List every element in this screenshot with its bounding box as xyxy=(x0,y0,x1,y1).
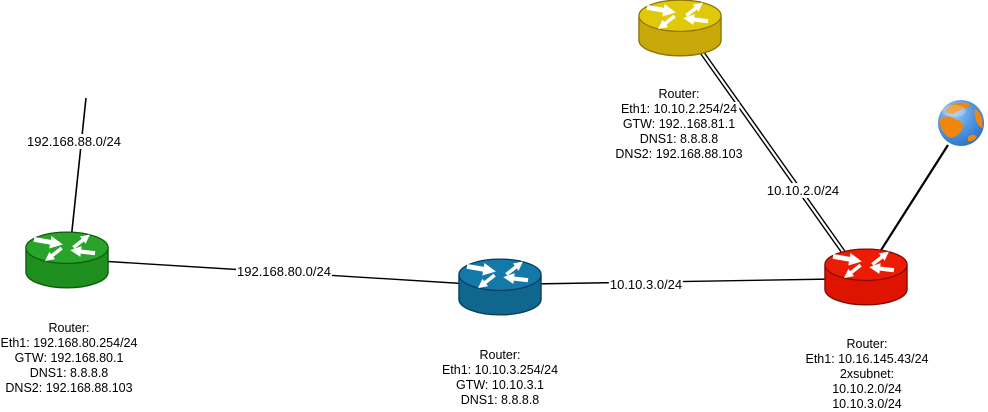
router-yellow-info: Router: Eth1: 10.10.2.254/24 GTW: 192..1… xyxy=(613,87,745,162)
link-lan88-line xyxy=(70,97,87,241)
info-line: DNS1: 8.8.8.8 xyxy=(637,132,721,146)
link-label-lan88: 192.168.88.0/24 xyxy=(26,134,122,149)
info-line: 2xsubnet: xyxy=(837,367,897,381)
info-line: Eth1: 192.168.80.254/24 xyxy=(0,336,140,350)
link-label-net3: 10.10.3.0/24 xyxy=(608,277,684,292)
link-label-lan80: 192.168.80.0/24 xyxy=(236,264,332,279)
link-uplink-line xyxy=(875,144,949,259)
link-net2-line-a xyxy=(697,49,845,257)
info-line: Eth1: 10.10.3.254/24 xyxy=(439,363,561,377)
router-yellow-icon xyxy=(637,0,723,58)
info-line: DNS2: 192.168.88.103 xyxy=(613,147,745,161)
info-line: DNS1: 8.8.8.8 xyxy=(27,366,111,380)
router-blue-info: Router: Eth1: 10.10.3.254/24 GTW: 10.10.… xyxy=(439,348,561,408)
info-line: Eth1: 10.16.145.43/24 xyxy=(803,352,931,366)
info-line: Router: xyxy=(46,321,92,335)
info-line: Router: xyxy=(656,87,702,101)
info-line: GTW: 192..168.81.1 xyxy=(620,117,738,131)
router-red-icon xyxy=(823,248,909,307)
info-line: 10.10.2.0/24 xyxy=(830,382,904,396)
link-net2-line-b xyxy=(700,47,848,255)
internet-globe-icon xyxy=(937,99,985,147)
info-line: Router: xyxy=(844,337,890,351)
info-line: 10.10.3.0/24 xyxy=(830,397,904,411)
router-blue-icon xyxy=(457,258,543,317)
router-red-info: Router: Eth1: 10.16.145.43/24 2xsubnet: … xyxy=(803,337,931,412)
info-line: DNS2: 192.168.88.103 xyxy=(3,381,135,395)
info-line: DNS1: 8.8.8.8 xyxy=(458,393,542,407)
info-line: GTW: 192.168.80.1 xyxy=(12,351,126,365)
router-green-icon xyxy=(24,231,110,290)
info-line: GTW: 10.10.3.1 xyxy=(453,378,547,392)
info-line: Eth1: 10.10.2.254/24 xyxy=(618,102,740,116)
link-label-net2: 10.10.2.0/24 xyxy=(765,183,841,198)
router-green-info: Router: Eth1: 192.168.80.254/24 GTW: 192… xyxy=(0,321,140,396)
info-line: Router: xyxy=(477,348,523,362)
